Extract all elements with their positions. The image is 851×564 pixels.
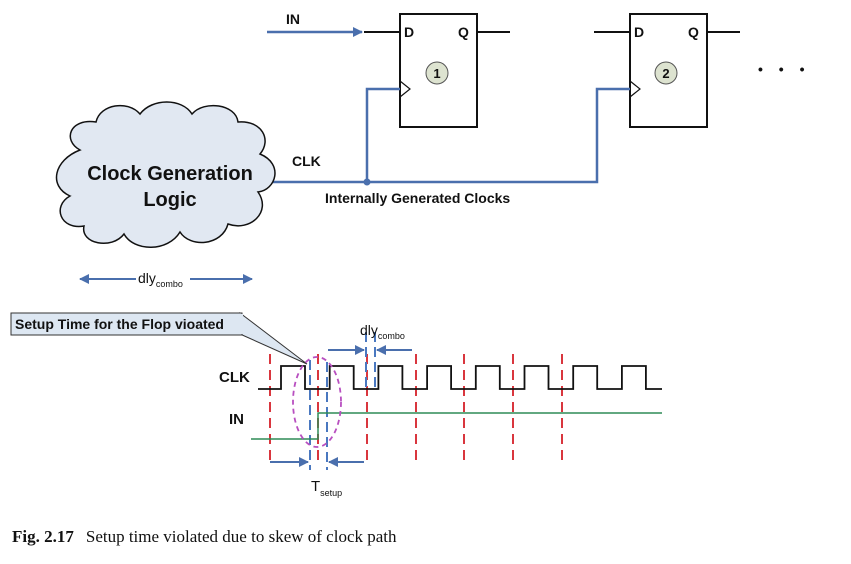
skewed-edge-markers [309, 332, 376, 470]
cloud-line-2: Logic [143, 189, 196, 211]
timing-delay-label: dlycombo [360, 322, 405, 341]
input-label: IN [286, 11, 300, 27]
ellipsis: • • • [758, 61, 810, 77]
violation-ellipse [292, 356, 342, 448]
flop-1-badge [425, 61, 449, 85]
clk-waveform [258, 365, 662, 390]
flop-2-badge [654, 61, 678, 85]
flip-flop-1 [399, 13, 510, 128]
flop-1-index: 1 [433, 66, 440, 81]
clock-generation-cloud [55, 101, 276, 248]
delay-label: dlycombo [138, 270, 183, 289]
flop-2-q-label: Q [688, 24, 699, 40]
callout-text: Setup Time for the Flop vioated [15, 316, 224, 332]
in-waveform [251, 412, 662, 440]
flop-2-d-label: D [634, 24, 644, 40]
flop-1-d-label: D [404, 24, 414, 40]
flip-flop-2 [594, 13, 740, 128]
setup-time-label: Tsetup [311, 478, 342, 498]
violation-callout [10, 311, 308, 365]
clock-triangle-icon [629, 80, 641, 98]
timing-in-label: IN [229, 411, 244, 428]
internal-clocks-label: Internally Generated Clocks [325, 190, 510, 206]
clk-net-label: CLK [292, 153, 321, 169]
cloud-line-1: Clock Generation [87, 163, 253, 185]
clock-triangle-icon [399, 80, 411, 98]
reference-edges [269, 354, 563, 466]
clock-net [270, 87, 630, 186]
timing-clk-label: CLK [219, 369, 250, 386]
flop-1-q-label: Q [458, 24, 469, 40]
junction-dot [363, 178, 371, 186]
flop-2-index: 2 [662, 66, 669, 81]
